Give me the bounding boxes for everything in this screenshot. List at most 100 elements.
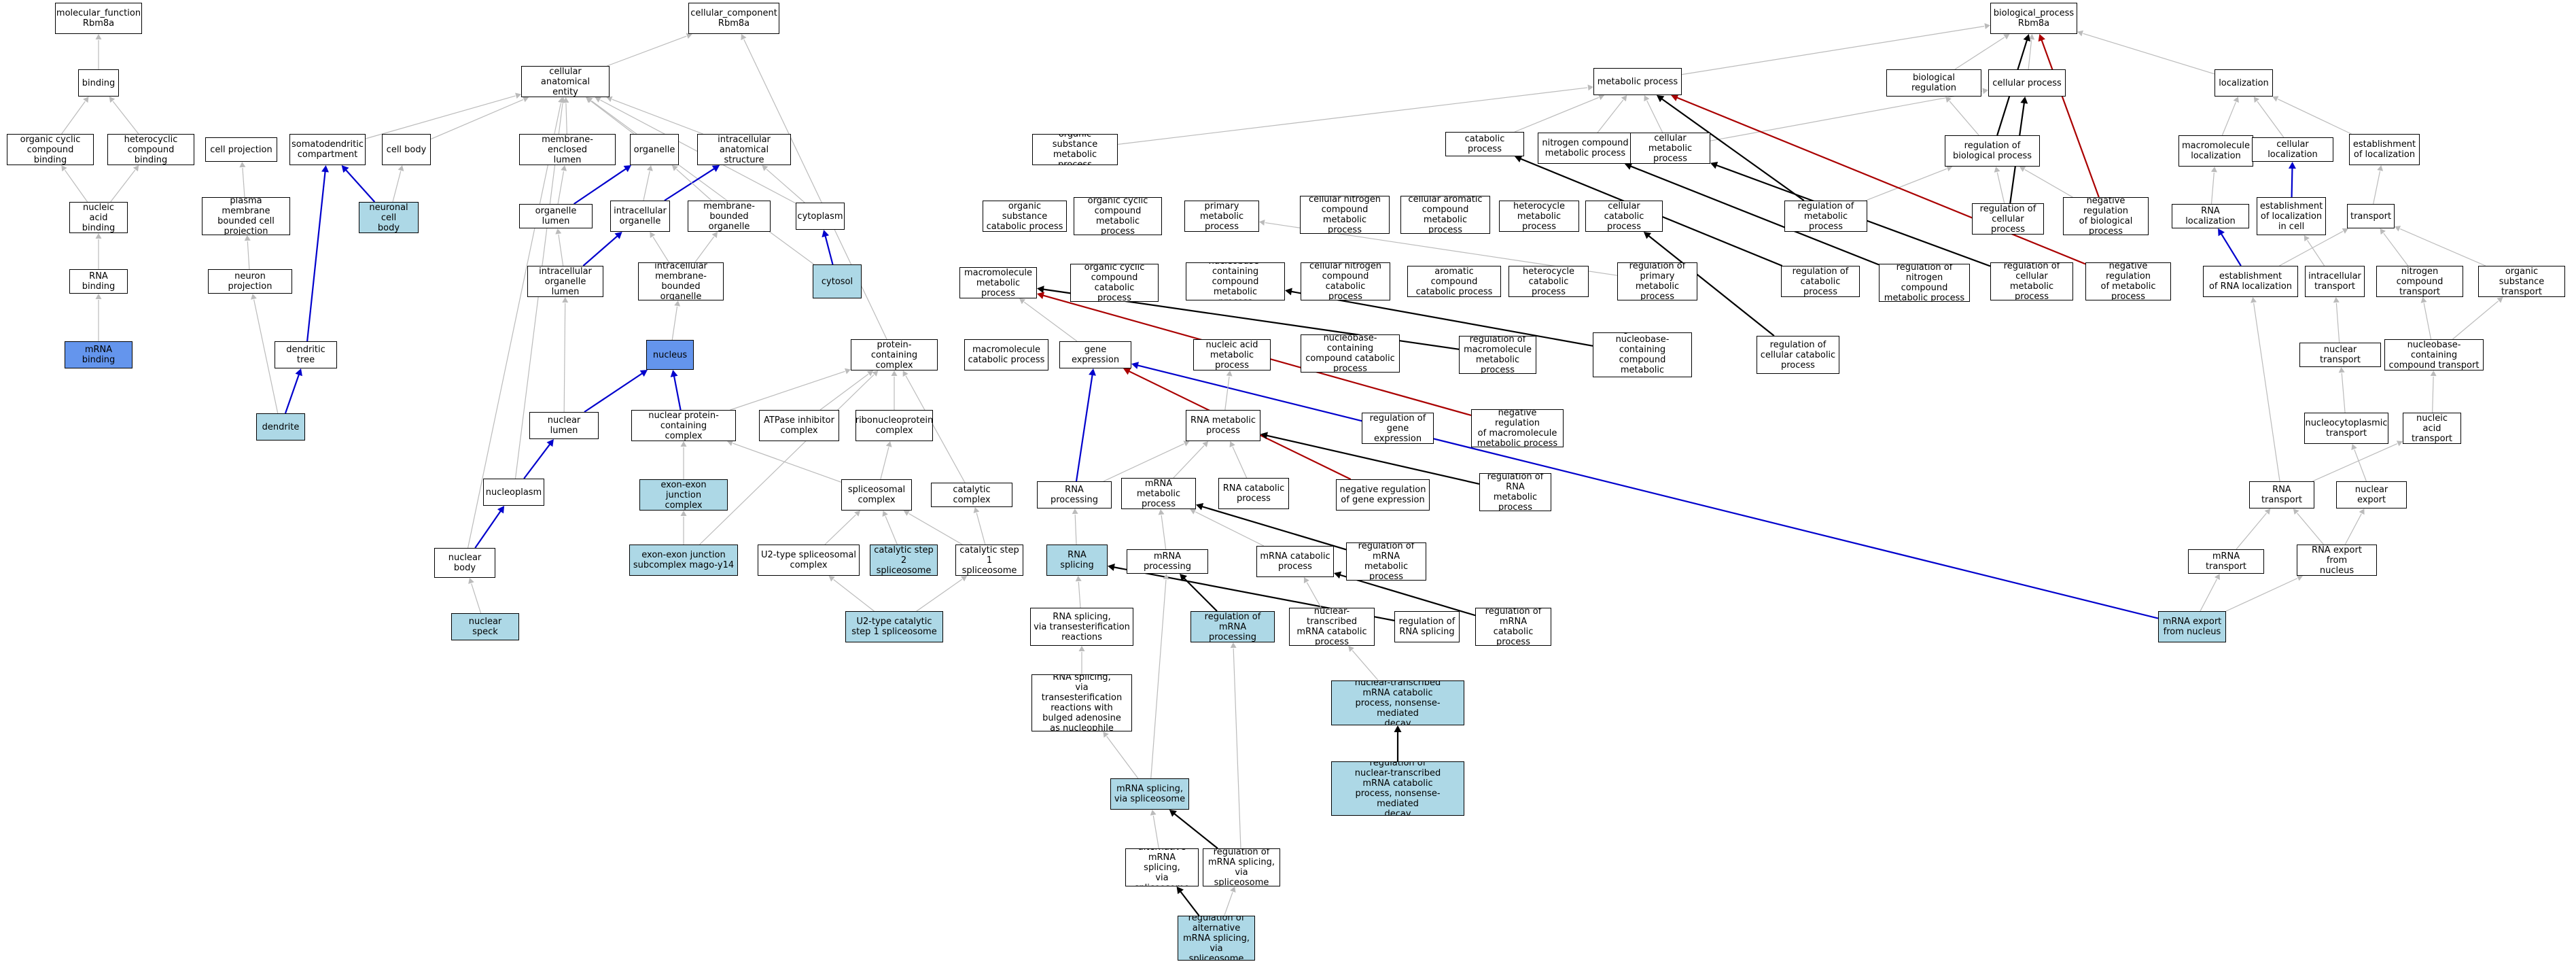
- term-node-rna-splicing-trans[interactable]: RNA splicing, via transesterification re…: [1030, 608, 1133, 646]
- term-node-cell-nitro-met[interactable]: cellular nitrogen compound metabolic pro…: [1300, 196, 1390, 234]
- term-node-estab-loc-cell[interactable]: establishment of localization in cell: [2257, 197, 2326, 235]
- term-node-reg-cell-met[interactable]: regulation of cellular metabolic process: [1990, 262, 2073, 300]
- term-node-bp-root[interactable]: biological_process Rbm8a: [1990, 3, 2077, 34]
- term-node-mrna-transport[interactable]: mRNA transport: [2188, 549, 2264, 574]
- term-node-mrna-splicing[interactable]: mRNA splicing, via spliceosome: [1110, 778, 1189, 810]
- term-node-primary-met[interactable]: primary metabolic process: [1184, 201, 1259, 232]
- term-node-intracellular-organelle[interactable]: intracellular organelle: [610, 201, 670, 232]
- term-node-cc-root[interactable]: cellular_component Rbm8a: [688, 3, 779, 34]
- term-node-nb-transport[interactable]: nucleobase-containing compound transport: [2384, 339, 2484, 370]
- term-node-binding[interactable]: binding: [78, 69, 119, 97]
- term-node-somatodendritic[interactable]: somatodendritic compartment: [289, 134, 366, 165]
- term-node-organelle[interactable]: organelle: [630, 134, 679, 165]
- term-node-reg-gene-exp[interactable]: regulation of gene expression: [1362, 413, 1434, 444]
- term-node-reg-alt-splicing[interactable]: regulation of alternative mRNA splicing,…: [1178, 916, 1255, 961]
- term-node-estab-loc[interactable]: establishment of localization: [2349, 134, 2420, 165]
- term-node-nuclear-export[interactable]: nuclear export: [2336, 481, 2407, 508]
- term-node-org-sub-transport[interactable]: organic substance transport: [2478, 266, 2565, 297]
- term-node-metabolic-process[interactable]: metabolic process: [1593, 68, 1682, 95]
- term-node-neg-reg-macromol[interactable]: negative regulation of macromolecule met…: [1471, 409, 1564, 447]
- term-node-rna-transport[interactable]: RNA transport: [2249, 481, 2314, 508]
- term-node-reg-nb-met[interactable]: regulation of nucleobase-containing comp…: [1593, 332, 1692, 377]
- term-node-rna-loc[interactable]: RNA localization: [2172, 204, 2249, 228]
- term-node-reg-primary-met[interactable]: regulation of primary metabolic process: [1617, 262, 1697, 300]
- term-node-org-cyc-met[interactable]: organic cyclic compound metabolic proces…: [1074, 197, 1162, 235]
- term-node-reg-cell-cat[interactable]: regulation of cellular catabolic process: [1757, 336, 1839, 374]
- term-node-nb-cont-met[interactable]: nucleobase-containing compound metabolic…: [1186, 262, 1285, 300]
- term-node-intracellular-anat[interactable]: intracellular anatomical structure: [697, 134, 791, 165]
- term-node-hetero-cat[interactable]: heterocycle catabolic process: [1508, 266, 1589, 297]
- term-node-dendrite[interactable]: dendrite: [256, 413, 305, 441]
- term-node-org-cyc-cat[interactable]: organic cyclic compound catabolic proces…: [1070, 264, 1159, 302]
- term-node-macromol-loc[interactable]: macromolecule localization: [2178, 135, 2253, 167]
- term-node-neg-reg-bio[interactable]: negative regulation of biological proces…: [2063, 197, 2149, 235]
- term-node-cell-met[interactable]: cellular metabolic process: [1630, 133, 1710, 164]
- term-node-membrane-lumen[interactable]: membrane-enclosed lumen: [519, 134, 616, 165]
- term-node-reg-rna-met[interactable]: regulation of RNA metabolic process: [1479, 473, 1551, 511]
- term-node-reg-rna-splicing[interactable]: regulation of RNA splicing: [1394, 611, 1460, 642]
- term-node-reg-cat[interactable]: regulation of catabolic process: [1781, 266, 1860, 297]
- term-node-neg-reg-met[interactable]: negative regulation of metabolic process: [2085, 262, 2171, 300]
- term-node-reg-nitro-met[interactable]: regulation of nitrogen compound metaboli…: [1879, 264, 1970, 302]
- term-node-nb-cont-cat[interactable]: nucleobase-containing compound catabolic…: [1301, 334, 1400, 373]
- term-node-nitro-transport[interactable]: nitrogen compound transport: [2376, 266, 2463, 297]
- term-node-neuronal-cell-body[interactable]: neuronal cell body: [359, 202, 419, 233]
- term-node-spliceosomal[interactable]: spliceosomal complex: [841, 479, 912, 511]
- term-node-cat-step1[interactable]: catalytic step 1 spliceosome: [955, 545, 1023, 576]
- term-node-nucleic-transport[interactable]: nucleic acid transport: [2403, 413, 2461, 444]
- term-node-mrna-binding[interactable]: mRNA binding: [65, 341, 133, 368]
- term-node-u2-cat-step1[interactable]: U2-type catalytic step 1 spliceosome: [845, 611, 943, 642]
- term-node-reg-mrna-proc[interactable]: regulation of mRNA processing: [1190, 611, 1275, 642]
- term-node-rna-met[interactable]: RNA metabolic process: [1186, 410, 1260, 441]
- term-node-nuclear-transport[interactable]: nuclear transport: [2299, 343, 2381, 367]
- term-node-rna-splicing-bulged[interactable]: RNA splicing, via transesterification re…: [1031, 674, 1132, 731]
- term-node-localization[interactable]: localization: [2215, 69, 2273, 97]
- term-node-organelle-lumen[interactable]: organelle lumen: [519, 204, 593, 228]
- term-node-nucleic-binding[interactable]: nucleic acid binding: [69, 202, 128, 233]
- term-node-reg-bio[interactable]: regulation of biological process: [1945, 135, 2040, 167]
- term-node-cell-body[interactable]: cell body: [382, 134, 431, 165]
- term-node-nmd[interactable]: nuclear-transcribed mRNA catabolic proce…: [1331, 680, 1464, 725]
- term-node-nuclear-lumen[interactable]: nuclear lumen: [529, 412, 599, 439]
- term-node-cell-arom-met[interactable]: cellular aromatic compound metabolic pro…: [1400, 196, 1490, 234]
- term-node-hetero-met[interactable]: heterocycle metabolic process: [1499, 201, 1579, 232]
- term-node-nucleocyto-transport[interactable]: nucleocytoplasmic transport: [2304, 413, 2388, 444]
- term-node-cell-loc[interactable]: cellular localization: [2252, 137, 2333, 162]
- term-node-reg-mrna-cat[interactable]: regulation of mRNA catabolic process: [1475, 608, 1551, 646]
- term-node-nucleic-met[interactable]: nucleic acid metabolic process: [1193, 339, 1271, 370]
- term-node-reg-nmd[interactable]: regulation of nuclear-transcribed mRNA c…: [1331, 761, 1464, 816]
- term-node-cat-step2[interactable]: catalytic step 2 spliceosome: [870, 545, 938, 576]
- term-node-het-binding[interactable]: heterocyclic compound binding: [107, 134, 194, 165]
- term-node-membrane-organelle[interactable]: membrane-bounded organelle: [688, 201, 771, 232]
- term-node-intra-membrane-organelle[interactable]: intracellular membrane-bounded organelle: [638, 262, 724, 300]
- term-node-mrna-cat[interactable]: mRNA catabolic process: [1256, 546, 1334, 577]
- term-node-cell-nitro-cat[interactable]: cellular nitrogen compound catabolic pro…: [1301, 262, 1390, 300]
- term-node-cellular-process[interactable]: cellular process: [1988, 69, 2066, 97]
- term-node-cytosol[interactable]: cytosol: [813, 264, 862, 298]
- term-node-arom-cat[interactable]: aromatic compound catabolic process: [1407, 266, 1501, 297]
- term-node-intracellular-transport[interactable]: intracellular transport: [2305, 266, 2365, 297]
- term-node-cell-anat[interactable]: cellular anatomical entity: [521, 66, 610, 97]
- term-node-reg-mrna-splicing[interactable]: regulation of mRNA splicing, via spliceo…: [1203, 848, 1280, 886]
- term-node-nitrogen-met[interactable]: nitrogen compound metabolic process: [1538, 133, 1633, 164]
- term-node-u2-complex[interactable]: U2-type spliceosomal complex: [758, 545, 860, 576]
- term-node-nuclear-protein-complex[interactable]: nuclear protein-containing complex: [631, 410, 736, 441]
- term-node-rna-splicing[interactable]: RNA splicing: [1046, 545, 1108, 576]
- term-node-org-sub-cat[interactable]: organic substance catabolic process: [983, 201, 1067, 232]
- term-node-rna-export[interactable]: RNA export from nucleus: [2297, 545, 2377, 576]
- term-node-atpase-inhib[interactable]: ATPase inhibitor complex: [759, 410, 839, 441]
- term-node-nuc-mrna-cat[interactable]: nuclear-transcribed mRNA catabolic proce…: [1289, 608, 1375, 646]
- term-node-mrna-export[interactable]: mRNA export from nucleus: [2158, 611, 2226, 642]
- term-node-estab-rna-loc[interactable]: establishment of RNA localization: [2203, 266, 2298, 297]
- term-node-dendritic-tree[interactable]: dendritic tree: [275, 341, 337, 368]
- term-node-cell-cat[interactable]: cellular catabolic process: [1585, 201, 1663, 232]
- term-node-reg-cell-proc[interactable]: regulation of cellular process: [1972, 203, 2044, 235]
- term-node-nucleus[interactable]: nucleus: [646, 340, 694, 370]
- term-node-biological-regulation[interactable]: biological regulation: [1886, 69, 1981, 97]
- term-node-ejc-sub[interactable]: exon-exon junction subcomplex mago-y14: [629, 545, 738, 576]
- term-node-neuron-projection[interactable]: neuron projection: [208, 269, 292, 294]
- term-node-macromol-met[interactable]: macromolecule metabolic process: [959, 267, 1037, 298]
- term-node-catalytic-complex[interactable]: catalytic complex: [931, 483, 1012, 507]
- term-node-mrna-met[interactable]: mRNA metabolic process: [1121, 478, 1196, 509]
- term-node-reg-mrna-met[interactable]: regulation of mRNA metabolic process: [1346, 542, 1426, 581]
